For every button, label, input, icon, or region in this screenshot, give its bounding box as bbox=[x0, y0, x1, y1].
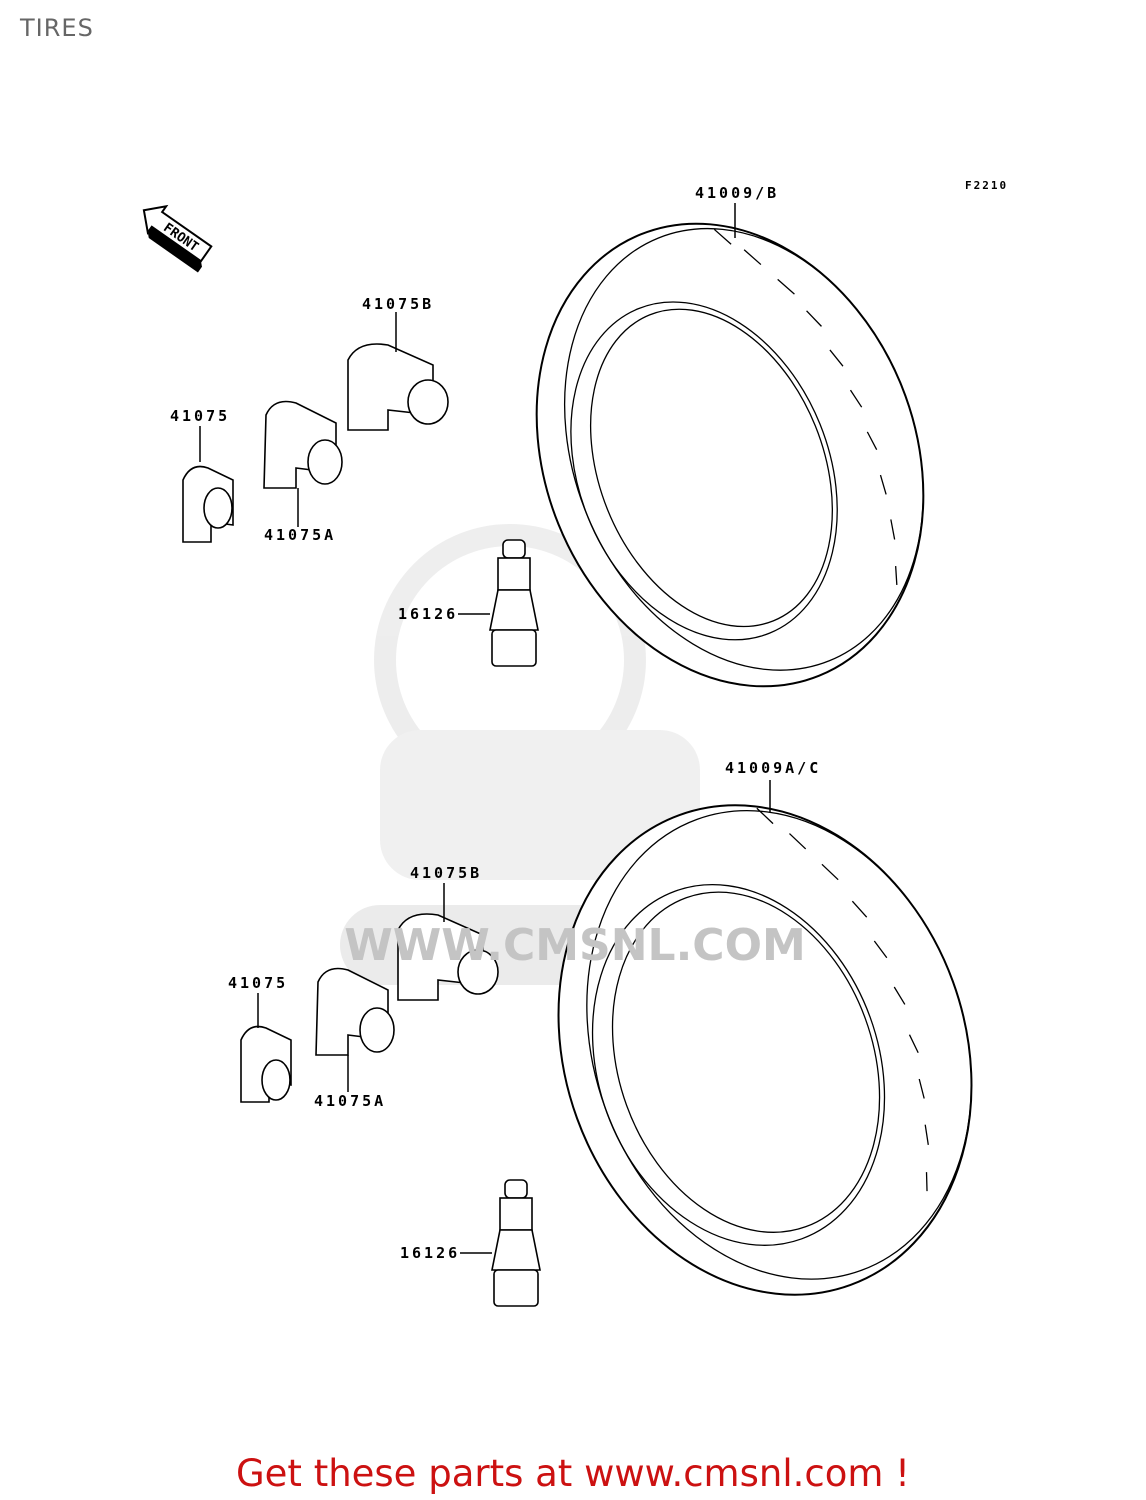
tire-rear[interactable] bbox=[492, 747, 1039, 1354]
callout-top-weight-b: 41075B bbox=[362, 295, 434, 313]
front-arrow-icon: FRONT bbox=[142, 204, 213, 273]
balance-weight-41075a-bottom[interactable] bbox=[315, 967, 395, 1056]
balance-weight-41075b-top[interactable] bbox=[347, 343, 449, 431]
callout-bottom-weight: 41075 bbox=[228, 974, 288, 992]
balance-weight-41075-top[interactable] bbox=[182, 465, 234, 543]
callout-bottom-weight-a: 41075A bbox=[314, 1092, 386, 1110]
page-title: TIRES bbox=[20, 14, 94, 42]
callout-top-weight-a: 41075A bbox=[264, 526, 336, 544]
tire-valve-bottom[interactable] bbox=[491, 1179, 541, 1307]
balance-weight-41075b-bottom[interactable] bbox=[397, 913, 499, 1001]
footer-link[interactable]: Get these parts at www.cmsnl.com ! bbox=[235, 1452, 910, 1495]
balance-weight-41075a-top[interactable] bbox=[263, 400, 343, 489]
callout-top-valve: 16126 bbox=[398, 605, 458, 623]
callout-bottom-valve: 16126 bbox=[400, 1244, 460, 1262]
callout-bottom-weight-b: 41075B bbox=[410, 864, 482, 882]
callout-top-weight: 41075 bbox=[170, 407, 230, 425]
balance-weight-41075-bottom[interactable] bbox=[240, 1025, 292, 1103]
figure-code: F2210 bbox=[965, 179, 1008, 192]
callout-top-tire: 41009/B bbox=[695, 184, 779, 202]
callout-bottom-tire: 41009A/C bbox=[725, 759, 821, 777]
tire-valve-top[interactable] bbox=[489, 539, 539, 667]
tire-front[interactable] bbox=[469, 165, 990, 745]
